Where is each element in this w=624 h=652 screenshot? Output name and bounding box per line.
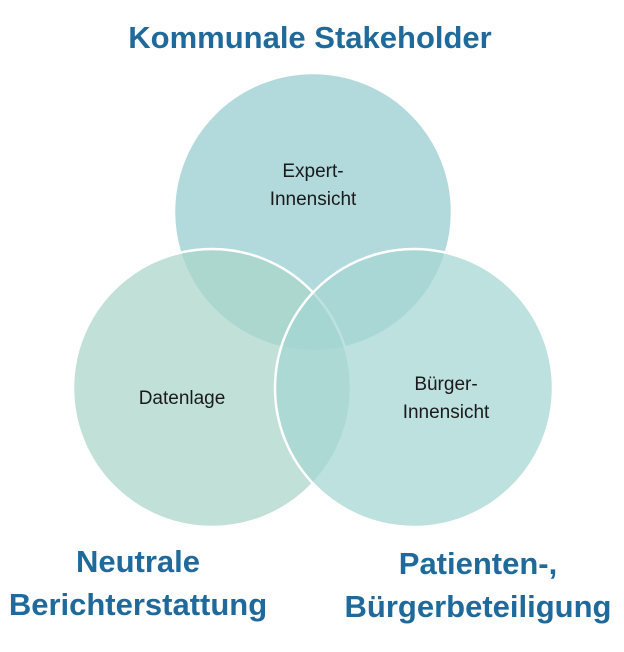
label-buerger-line-2: Innensicht <box>403 402 490 423</box>
heading-patienten-line-1: Patienten-, <box>399 546 557 581</box>
heading-neutrale-line-1: Neutrale <box>76 544 200 579</box>
heading-patienten-line-2: Bürgerbeteiligung <box>345 589 612 624</box>
circles <box>71 71 555 529</box>
label-buerger-line-1: Bürger- <box>414 374 477 395</box>
heading-kommunale-stakeholder: Kommunale Stakeholder <box>128 20 491 55</box>
heading-neutrale-line-2: Berichterstattung <box>9 587 267 622</box>
label-expert-line-1: Expert- <box>282 161 343 182</box>
label-datenlage: Datenlage <box>139 388 226 409</box>
circle-buerger-innensicht <box>273 247 555 529</box>
label-expert-line-2: Innensicht <box>270 189 357 210</box>
